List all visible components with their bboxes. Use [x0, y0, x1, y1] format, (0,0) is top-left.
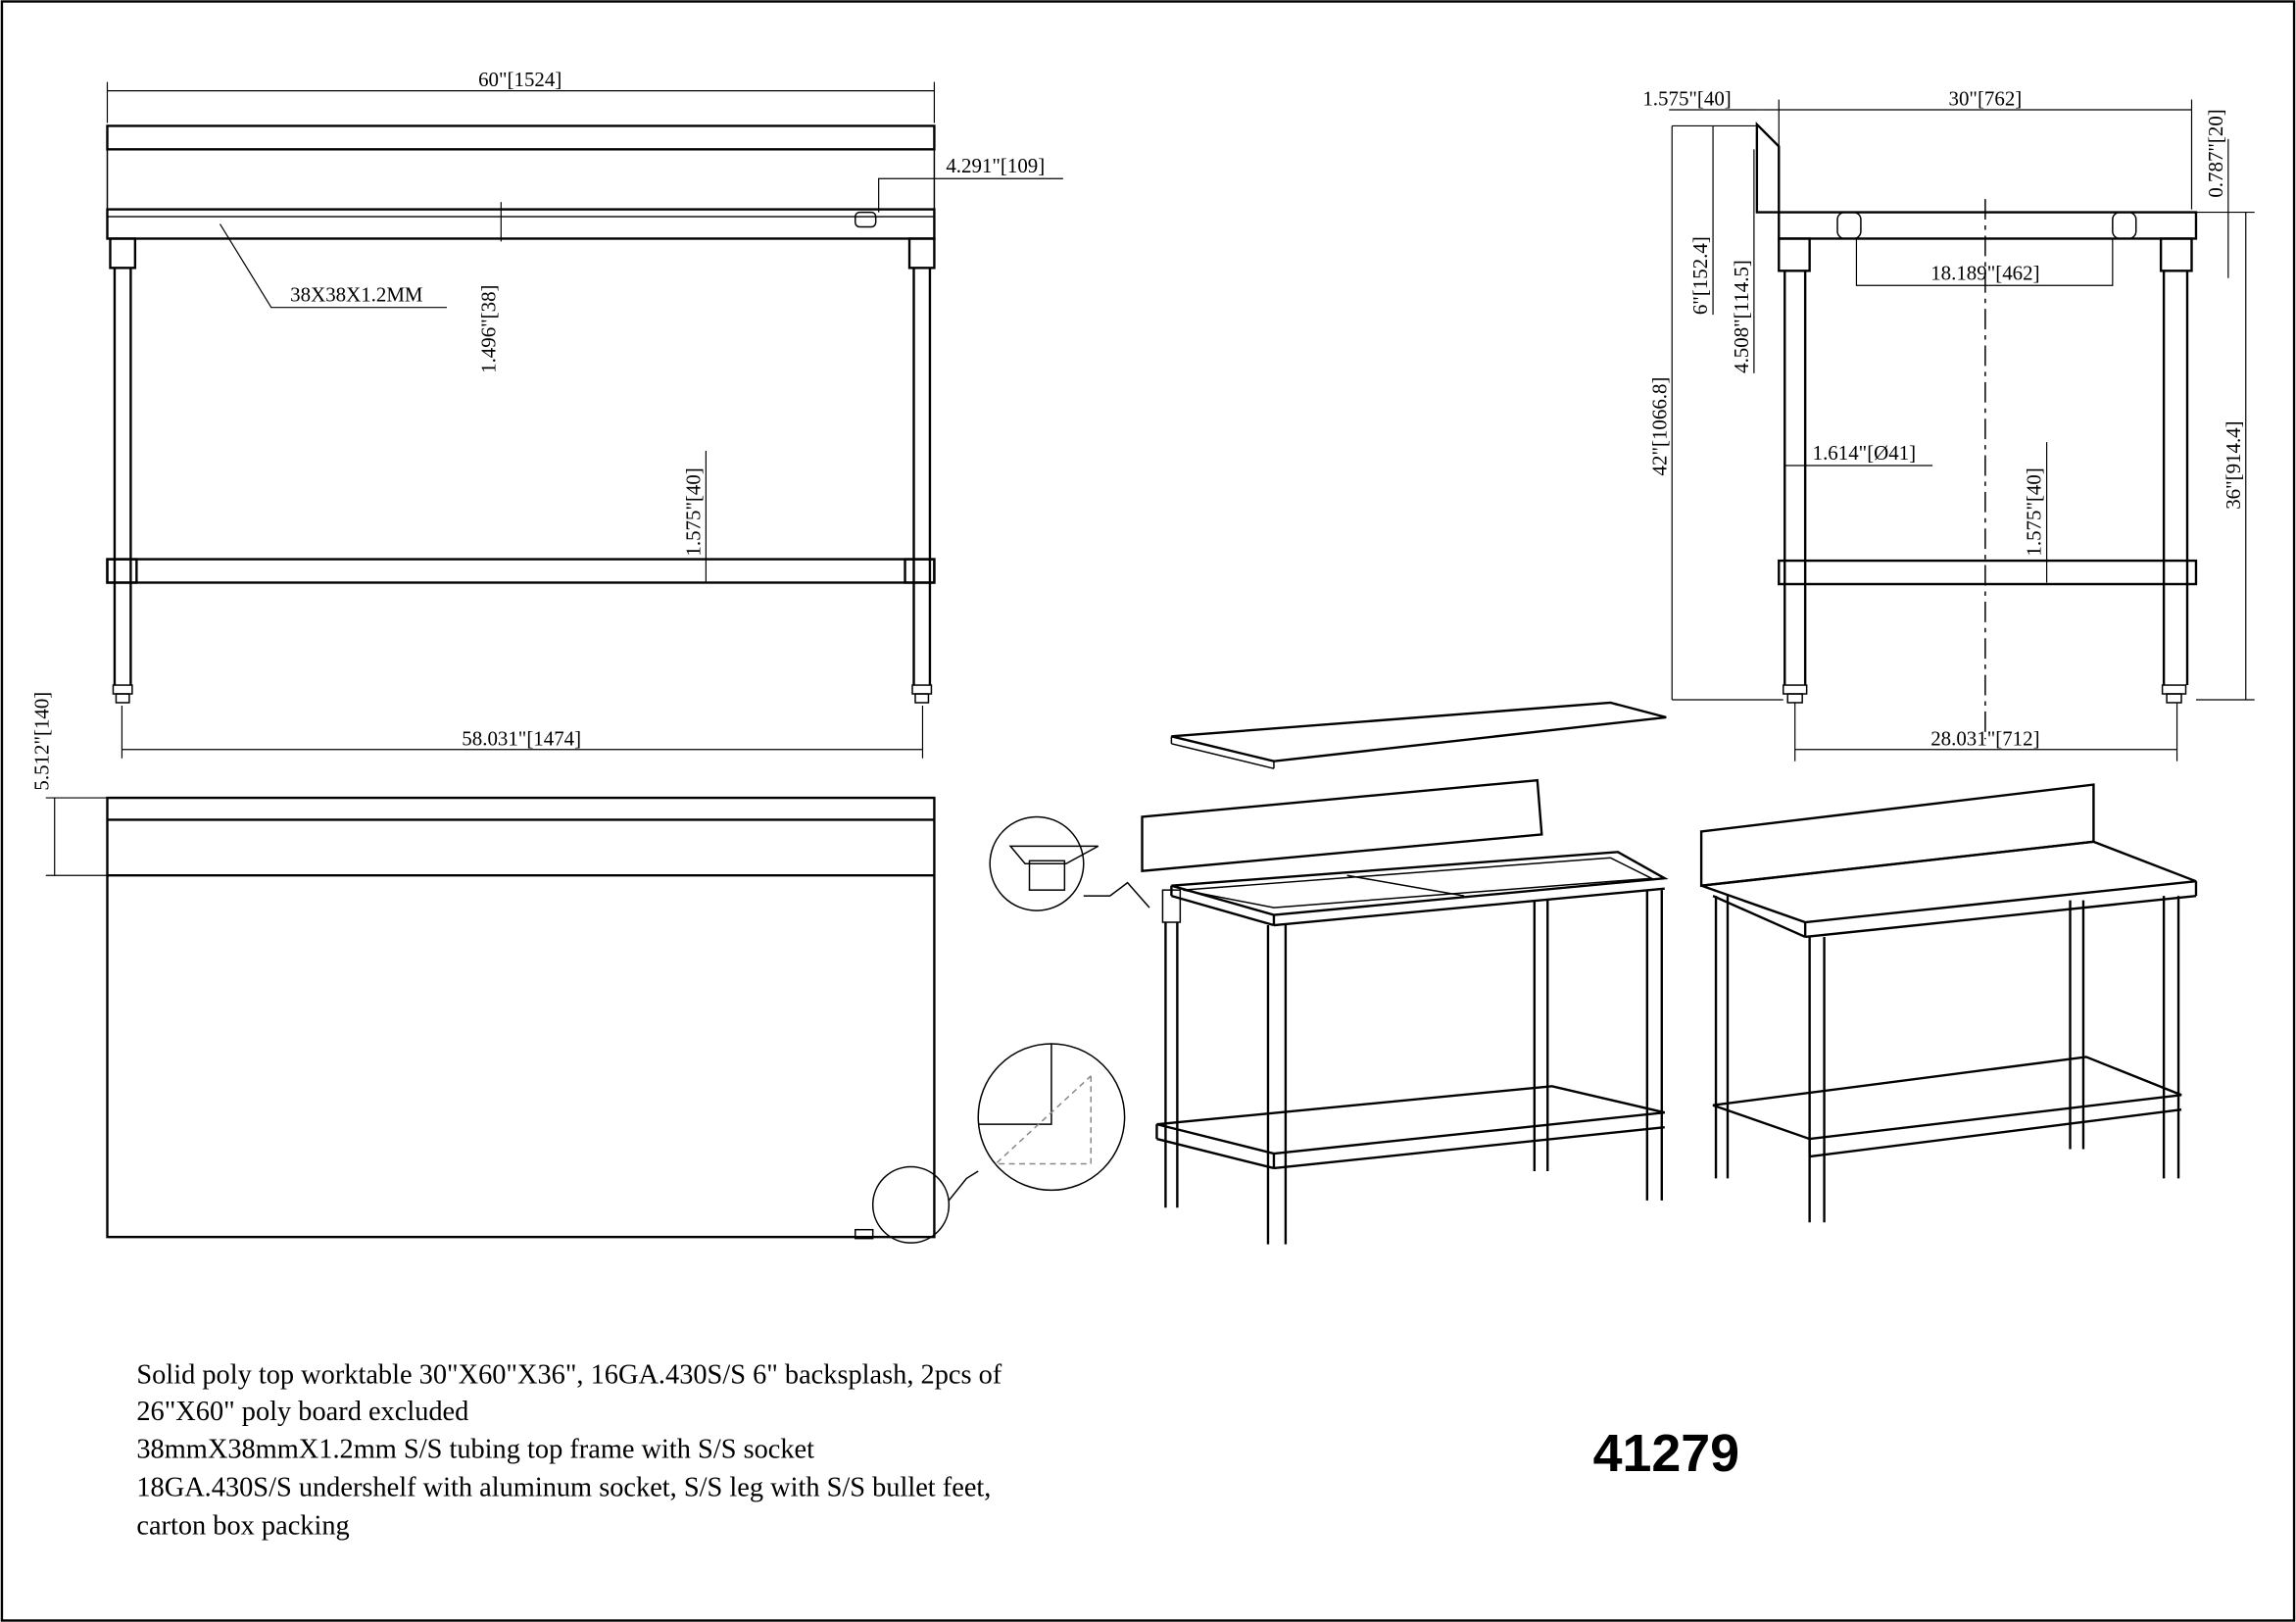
- description-line: Solid poly top worktable 30"X60"X36", 16…: [136, 1360, 1001, 1391]
- overall-height-dim: 42"[1066.8]: [1647, 377, 1671, 476]
- description-line: 18GA.430S/S undershelf with aluminum soc…: [136, 1473, 991, 1503]
- isometric-view-assembled: [1699, 783, 2198, 1223]
- front-elevation-view: 60"[1524] 4.291"[109] 38X38X1.2MM 1.496"…: [106, 68, 1063, 759]
- side-shelf-height-dim: 1.575"[40]: [2023, 467, 2046, 556]
- description-line: 38mmX38mmX1.2mm S/S tubing top frame wit…: [136, 1435, 814, 1465]
- plan-view: 5.512"[140]: [30, 692, 1126, 1244]
- work-height-dim: 36"[914.4]: [2222, 420, 2245, 509]
- backsplash-height-dim: 6"[152.4]: [1688, 236, 1712, 315]
- description-notes: Solid poly top worktable 30"X60"X36", 16…: [136, 1360, 1001, 1542]
- shelf-height-dim: 1.575"[40]: [681, 467, 705, 556]
- frame-height-dim: 1.496"[38]: [476, 284, 500, 372]
- isometric-view-exploded: [989, 701, 1669, 1245]
- description-line: 26"X60" poly board excluded: [136, 1397, 468, 1427]
- top-thickness-dim: 0.787"[20]: [2204, 109, 2227, 197]
- detail-circle-corner: [871, 1165, 951, 1244]
- side-elevation-view: 1.575"[40] 30"[762] 0.787"[20] 42"[1066.…: [1642, 87, 2255, 762]
- side-leg-span-dim: 28.031"[712]: [1930, 726, 2039, 750]
- backsplash-above-top-dim: 4.508"[114.5]: [1730, 260, 1753, 373]
- backsplash-offset-dim: 4.291"[109]: [946, 154, 1045, 177]
- backsplash-thickness-dim: 1.575"[40]: [1642, 87, 1731, 111]
- detail-socket: [989, 815, 1085, 911]
- overall-width-dim: 60"[1524]: [478, 68, 562, 91]
- description-line: carton box packing: [136, 1510, 349, 1541]
- backsplash-depth-dim: 5.512"[140]: [30, 692, 54, 791]
- socket-span-dim: 18.189"[462]: [1930, 261, 2039, 284]
- overall-depth-dim: 30"[762]: [1949, 87, 2023, 111]
- tubing-callout: 38X38X1.2MM: [290, 283, 422, 307]
- leg-span-dim: 58.031"[1474]: [462, 726, 581, 750]
- leg-diameter-dim: 1.614"[Ø41]: [1813, 441, 1917, 465]
- model-number: 41279: [1593, 1424, 1740, 1483]
- poly-board: [1171, 701, 1667, 762]
